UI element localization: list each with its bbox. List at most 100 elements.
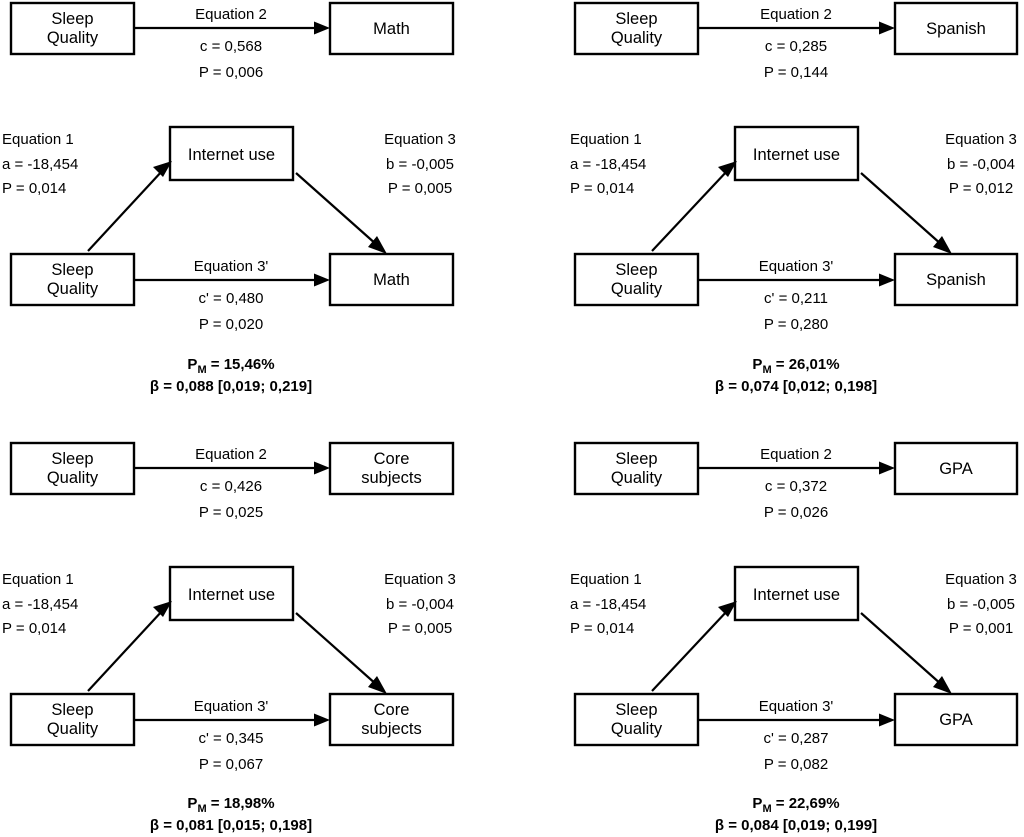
path-b-coefficient: b = -0,004 <box>386 596 454 613</box>
summary-pm-value: = 18,98% <box>207 795 275 812</box>
edge-path-a <box>87 169 164 252</box>
node-box-outcome <box>328 441 455 496</box>
summary-pm-prefix: P <box>752 356 762 373</box>
node-label-predictor-line2: Quality <box>611 469 663 487</box>
summary-pm-value: = 26,01% <box>772 356 840 373</box>
node-label-mediator: Internet use <box>188 146 275 164</box>
node-box-outcome <box>328 1 455 56</box>
edge-path-a <box>87 609 164 692</box>
node-box-outcome <box>328 252 455 307</box>
path-a-p-value: P = 0,014 <box>570 180 634 197</box>
edge-coefficient: c = 0,285 <box>765 38 827 55</box>
node-label-predictor-line1: Sleep <box>51 261 93 279</box>
edge-equation-label: Equation 2 <box>760 446 832 463</box>
edge-coefficient: c = 0,426 <box>200 478 262 495</box>
path-a-equation-label: Equation 1 <box>570 131 642 148</box>
node-box-mediator <box>168 565 295 622</box>
edge-path-b <box>860 612 943 686</box>
node-label-predictor-line2: Quality <box>47 720 99 738</box>
path-a-coefficient: a = -18,454 <box>2 596 78 613</box>
panel-math-total: Sleep Quality Math Equation 2 c = 0,568 … <box>0 0 470 105</box>
path-c-prime-equation-label: Equation 3' <box>194 698 269 715</box>
edge-path-b <box>860 172 943 246</box>
summary-beta: β = 0,074 [0,012; 0,198] <box>715 378 877 395</box>
arrowhead-total-effect <box>879 21 895 35</box>
panel-spanish-mediation: Internet use Sleep Quality Spanish Equat… <box>564 125 1024 400</box>
path-a-coefficient: a = -18,454 <box>570 156 646 173</box>
edge-equation-label: Equation 2 <box>760 6 832 23</box>
edge-path-a <box>651 169 729 252</box>
node-label-mediator: Internet use <box>753 146 840 164</box>
node-label-predictor-line1: Sleep <box>615 261 657 279</box>
edge-p-value: P = 0,144 <box>764 64 828 81</box>
summary-pm-prefix: P <box>752 795 762 812</box>
path-c-prime-coefficient: c' = 0,345 <box>199 730 264 747</box>
node-label-outcome: Math <box>373 271 410 289</box>
path-c-prime-equation-label: Equation 3' <box>194 258 269 275</box>
summary-proportion-mediated: PM = 22,69% <box>752 795 839 815</box>
summary-pm-subscript: M <box>762 803 771 815</box>
node-box-outcome <box>893 252 1019 307</box>
node-label-predictor-line1: Sleep <box>615 10 657 28</box>
path-b-p-value: P = 0,001 <box>949 620 1013 637</box>
node-label-predictor-line1: Sleep <box>615 701 657 719</box>
node-label-outcome: Math <box>373 20 410 38</box>
path-b-coefficient: b = -0,005 <box>947 596 1015 613</box>
node-label-outcome: GPA <box>939 460 973 478</box>
arrowhead-path-a <box>718 601 737 617</box>
path-b-equation-label: Equation 3 <box>945 571 1017 588</box>
summary-pm-prefix: P <box>187 356 197 373</box>
arrowhead-path-c-prime <box>314 713 330 727</box>
summary-proportion-mediated: PM = 18,98% <box>187 795 274 815</box>
arrowhead-path-a <box>153 161 172 177</box>
node-label-predictor-line2: Quality <box>611 280 663 298</box>
path-c-prime-p-value: P = 0,082 <box>764 756 828 773</box>
node-label-outcome-line2: subjects <box>361 720 422 738</box>
path-a-coefficient: a = -18,454 <box>2 156 78 173</box>
arrowhead-path-a <box>718 161 737 177</box>
summary-proportion-mediated: PM = 26,01% <box>752 356 839 376</box>
path-b-coefficient: b = -0,004 <box>947 156 1015 173</box>
edge-path-a <box>651 609 729 692</box>
path-c-prime-coefficient: c' = 0,211 <box>764 290 828 307</box>
path-b-p-value: P = 0,012 <box>949 180 1013 197</box>
arrowhead-path-b <box>933 676 952 694</box>
node-label-outcome-line2: subjects <box>361 469 422 487</box>
node-box-predictor <box>9 1 136 56</box>
path-a-coefficient: a = -18,454 <box>570 596 646 613</box>
path-a-equation-label: Equation 1 <box>2 571 74 588</box>
panel-math-mediation: Internet use Sleep Quality Math Equation… <box>0 125 500 400</box>
node-box-outcome <box>893 1 1019 56</box>
path-a-p-value: P = 0,014 <box>2 620 66 637</box>
path-b-coefficient: b = -0,005 <box>386 156 454 173</box>
path-c-prime-equation-label: Equation 3' <box>759 258 834 275</box>
node-label-predictor-line1: Sleep <box>51 450 93 468</box>
path-a-equation-label: Equation 1 <box>570 571 642 588</box>
summary-pm-subscript: M <box>762 364 771 376</box>
path-a-p-value: P = 0,014 <box>2 180 66 197</box>
summary-proportion-mediated: PM = 15,46% <box>187 356 274 376</box>
path-c-prime-p-value: P = 0,020 <box>199 316 263 333</box>
node-box-outcome <box>328 692 455 747</box>
edge-p-value: P = 0,026 <box>764 504 828 521</box>
node-label-outcome-line1: Core <box>374 450 410 468</box>
summary-pm-subscript: M <box>197 803 206 815</box>
summary-pm-value: = 22,69% <box>772 795 840 812</box>
node-box-predictor <box>9 252 136 307</box>
panel-core-mediation: Internet use Sleep Quality Core subjects… <box>0 565 500 837</box>
summary-pm-value: = 15,46% <box>207 356 275 373</box>
edge-coefficient: c = 0,372 <box>765 478 827 495</box>
path-c-prime-coefficient: c' = 0,480 <box>199 290 264 307</box>
node-label-predictor-line1: Sleep <box>615 450 657 468</box>
path-a-equation-label: Equation 1 <box>2 131 74 148</box>
node-box-outcome <box>893 692 1019 747</box>
path-b-equation-label: Equation 3 <box>384 571 456 588</box>
node-label-outcome: Spanish <box>926 20 986 38</box>
node-box-predictor <box>573 692 700 747</box>
path-c-prime-coefficient: c' = 0,287 <box>764 730 829 747</box>
edge-path-b <box>295 612 378 686</box>
node-box-predictor <box>573 1 700 56</box>
arrowhead-path-a <box>153 601 172 617</box>
node-box-mediator <box>168 125 295 182</box>
